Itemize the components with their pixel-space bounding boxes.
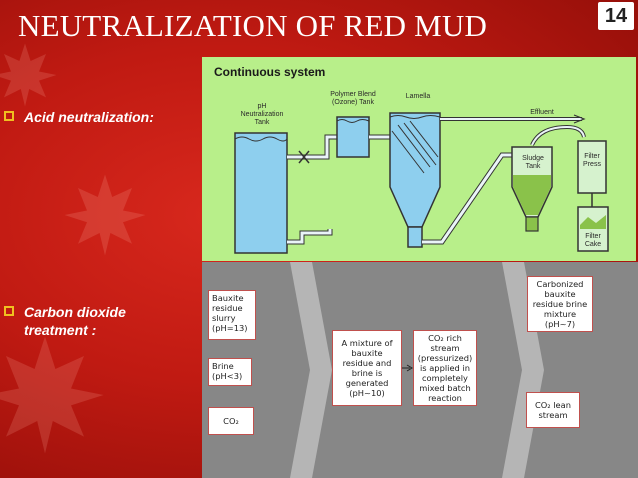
page-number: 14 bbox=[598, 2, 634, 30]
output-carbonized-mixture: Carbonized bauxite residue brine mixture… bbox=[527, 276, 593, 332]
polymer-tank bbox=[336, 116, 370, 158]
bullet-label: Carbon dioxide treatment : bbox=[24, 304, 126, 338]
bullet-square-icon bbox=[4, 306, 14, 316]
lamella-tank bbox=[389, 112, 441, 228]
maple-leaf-decoration bbox=[0, 336, 104, 454]
maple-leaf-decoration bbox=[0, 43, 57, 107]
input-brine: Brine (pH<3) bbox=[208, 358, 252, 386]
process-mixture: A mixture of bauxite residue and brine i… bbox=[332, 330, 402, 406]
filter-cake-label: Filter Cake bbox=[584, 233, 602, 248]
process-schematic bbox=[234, 112, 609, 254]
diagram-title: Continuous system bbox=[214, 65, 326, 79]
ph-tank-label: pH Neutralization Tank bbox=[240, 103, 284, 126]
bullet-acid-neutralization: Acid neutralization: bbox=[4, 108, 202, 126]
continuous-system-diagram: Continuous system pH Neutralization Tank… bbox=[202, 57, 636, 261]
polymer-tank-label: Polymer Blend (Ozone) Tank bbox=[330, 91, 376, 106]
input-bauxite-residue: Bauxite residue slurry (pH=13) bbox=[208, 290, 256, 340]
filter-press bbox=[577, 140, 607, 194]
output-co2-lean-stream: CO₂ lean stream bbox=[526, 392, 580, 428]
lamella-label: Lamella bbox=[405, 93, 431, 100]
input-co2: CO₂ bbox=[208, 407, 254, 435]
filter-press-label: Filter Press bbox=[583, 153, 601, 168]
maple-leaf-decoration bbox=[64, 174, 146, 256]
sludge-tank-label: Sludge Tank bbox=[522, 155, 544, 170]
bullet-label: Acid neutralization: bbox=[24, 109, 154, 125]
slide-title: NEUTRALIZATION OF RED MUD bbox=[18, 8, 488, 43]
bullet-square-icon bbox=[4, 111, 14, 121]
bullet-carbon-dioxide: Carbon dioxide treatment : bbox=[4, 303, 174, 339]
process-co2-rich-stream: CO₂ rich stream (pressurized) is applied… bbox=[413, 330, 477, 406]
ph-tank bbox=[234, 132, 288, 254]
co2-treatment-flowchart: Bauxite residue slurry (pH=13) Brine (pH… bbox=[202, 262, 638, 478]
effluent-label: Effluent bbox=[530, 109, 554, 116]
